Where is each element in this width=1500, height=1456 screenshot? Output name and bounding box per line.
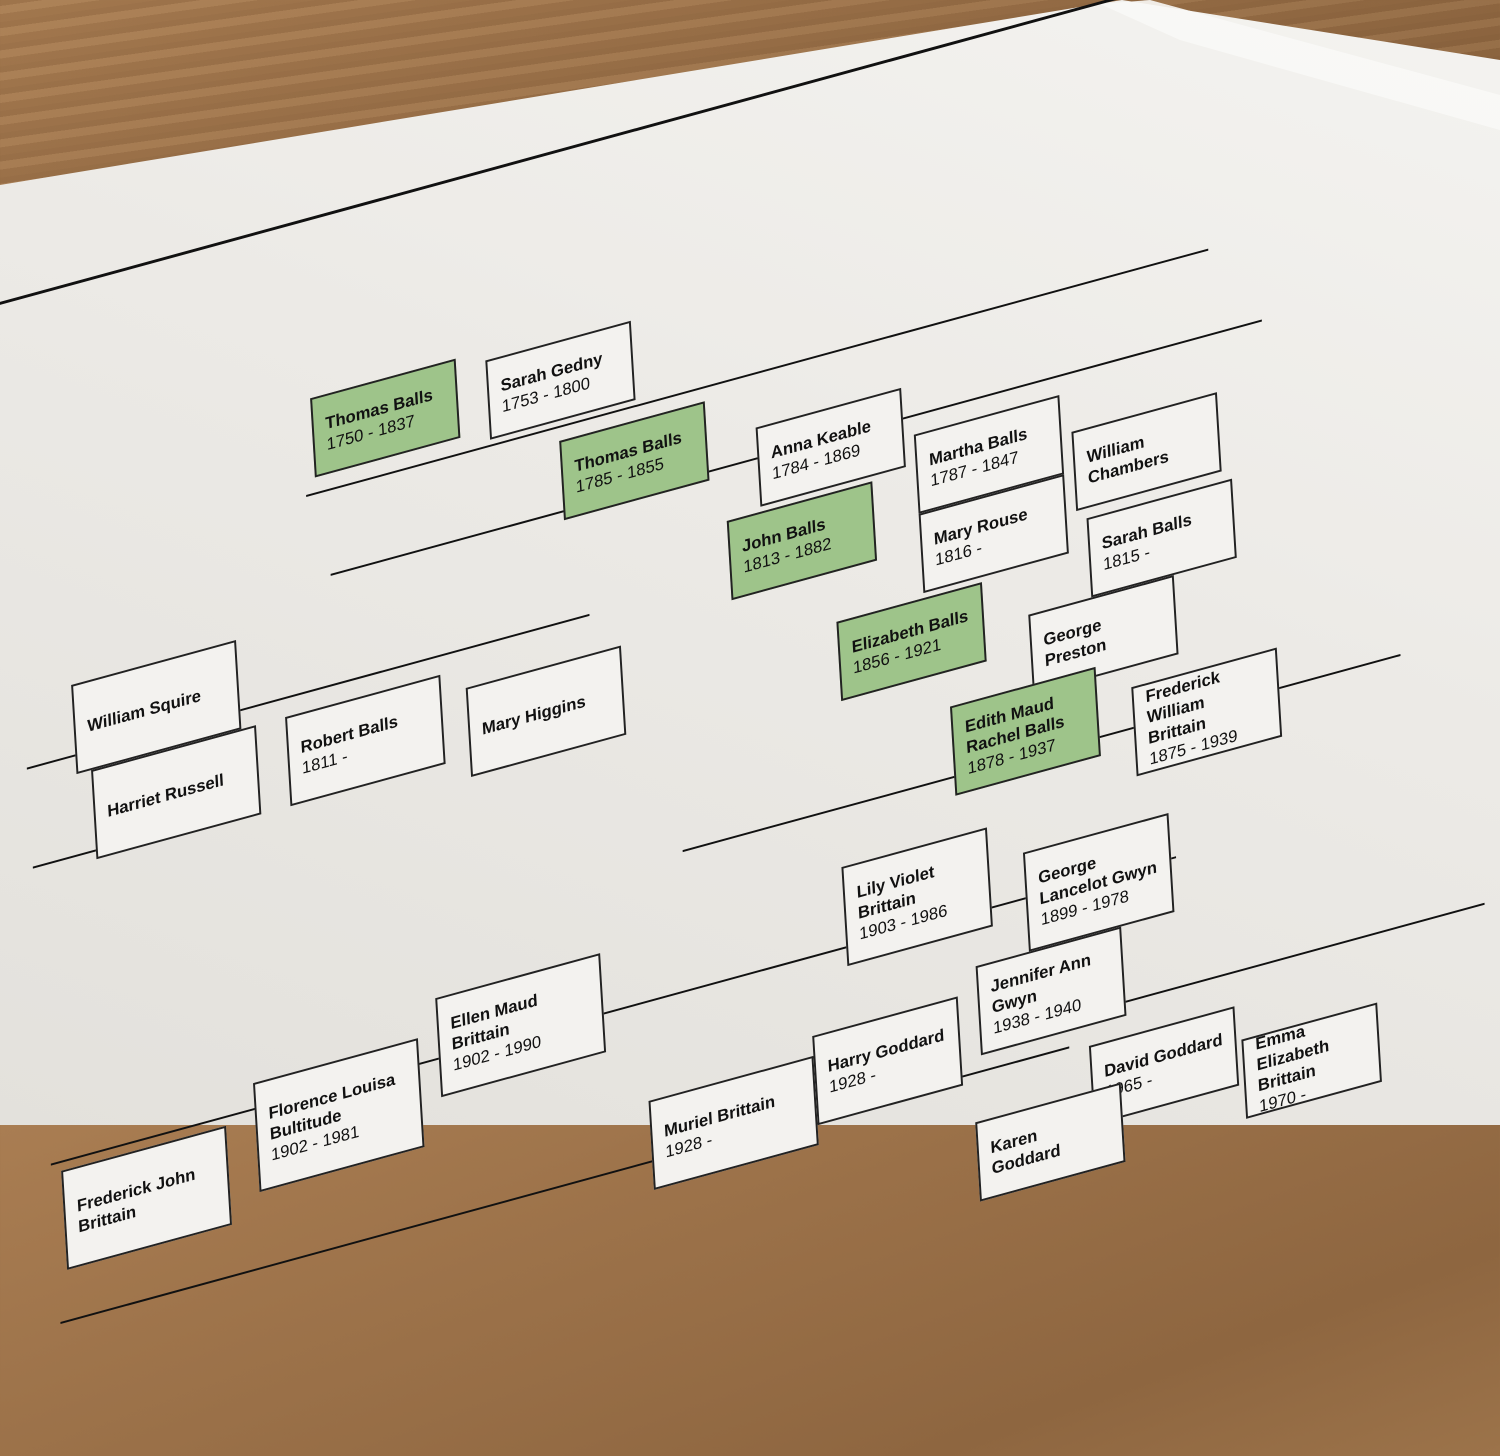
person-name: William Squire xyxy=(86,685,202,736)
person-name: Frederick John Brittain xyxy=(76,1164,196,1237)
person-box-mary-higgins: Mary Higgins xyxy=(465,645,627,778)
person-name: William Chambers xyxy=(1086,432,1170,488)
person-name: Karen Goddard xyxy=(989,1125,1062,1179)
person-box-frederick-john-brittain: Frederick John Brittain xyxy=(61,1125,232,1270)
person-name: Harriet Russell xyxy=(106,769,225,821)
person-name: Mary Higgins xyxy=(481,691,587,739)
person-name: George Preston xyxy=(1043,615,1107,671)
header-rule xyxy=(0,0,1124,311)
